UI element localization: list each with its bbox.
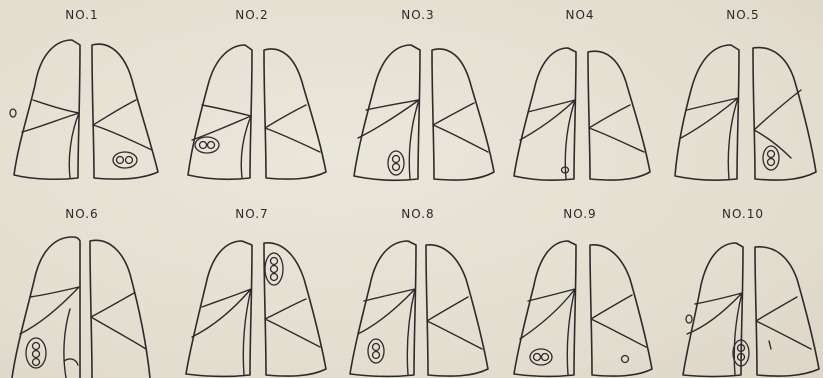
panel-10: NO.10 bbox=[661, 189, 823, 378]
left-lung-outline bbox=[92, 44, 158, 179]
left-lung-outline bbox=[264, 243, 326, 376]
lung-diagram bbox=[661, 189, 823, 378]
lesion bbox=[393, 164, 400, 171]
panel-5: NO.5 bbox=[661, 0, 823, 189]
lung-diagram bbox=[498, 189, 662, 378]
lesion bbox=[33, 359, 40, 366]
lung-diagram bbox=[498, 0, 662, 189]
lung-diagram bbox=[170, 0, 334, 189]
lesion bbox=[534, 354, 541, 361]
left-lung-outline bbox=[588, 51, 650, 180]
left-fissure bbox=[91, 293, 146, 349]
lesion bbox=[117, 157, 124, 164]
lesion bbox=[10, 109, 16, 117]
lung-diagram bbox=[336, 0, 500, 189]
lesion bbox=[200, 142, 207, 149]
lesion bbox=[271, 258, 278, 265]
left-fissure bbox=[93, 100, 152, 150]
lung-diagram bbox=[0, 0, 164, 189]
lesion bbox=[393, 156, 400, 163]
tick-mark bbox=[769, 341, 771, 349]
left-lung-outline bbox=[432, 49, 494, 180]
right-lung-outline bbox=[354, 45, 420, 180]
lung-diagram bbox=[0, 189, 164, 378]
right-lung-outline bbox=[675, 45, 739, 180]
lesion bbox=[271, 274, 278, 281]
left-lung-outline bbox=[753, 48, 816, 181]
panel-7: NO.7 bbox=[170, 189, 334, 378]
left-fissure bbox=[433, 103, 488, 152]
lesion bbox=[373, 352, 380, 359]
lesion bbox=[768, 151, 775, 158]
lung-diagram bbox=[170, 189, 334, 378]
right-lung-outline bbox=[514, 48, 576, 180]
panel-1: NO.1 bbox=[0, 0, 164, 189]
panel-3: NO.3 bbox=[336, 0, 500, 189]
left-lung-outline bbox=[264, 49, 326, 179]
right-fissure bbox=[520, 289, 575, 375]
lesion bbox=[208, 142, 215, 149]
left-lung-outline bbox=[90, 240, 150, 378]
left-fissure bbox=[756, 297, 811, 349]
lung-diagram bbox=[661, 0, 823, 189]
left-fissure bbox=[589, 105, 644, 152]
right-fissure bbox=[22, 100, 79, 178]
lesion bbox=[373, 344, 380, 351]
lesion bbox=[686, 315, 692, 323]
right-fissure bbox=[681, 98, 738, 179]
right-fissure bbox=[687, 293, 742, 375]
left-lung-outline bbox=[755, 247, 819, 376]
lung-diagram bbox=[336, 189, 500, 378]
panel-9: NO.9 bbox=[498, 189, 662, 378]
left-lung-outline bbox=[590, 245, 652, 376]
lesion bbox=[542, 354, 549, 361]
left-fissure bbox=[591, 295, 646, 347]
panel-6: NO.6 bbox=[0, 189, 164, 378]
panel-2: NO.2 bbox=[170, 0, 334, 189]
panel-8: NO.8 bbox=[336, 189, 500, 378]
left-fissure bbox=[754, 90, 801, 158]
lesion bbox=[622, 356, 629, 363]
lesion bbox=[126, 157, 133, 164]
panel-4: NO4 bbox=[498, 0, 662, 189]
lesion bbox=[33, 351, 40, 358]
right-lung-outline bbox=[186, 241, 252, 376]
curved-mark bbox=[64, 359, 78, 365]
left-fissure bbox=[265, 105, 320, 152]
lesion bbox=[768, 159, 775, 166]
left-lung-outline bbox=[426, 245, 488, 376]
lesion bbox=[271, 266, 278, 273]
right-lung-outline bbox=[188, 45, 252, 179]
lesion bbox=[33, 343, 40, 350]
